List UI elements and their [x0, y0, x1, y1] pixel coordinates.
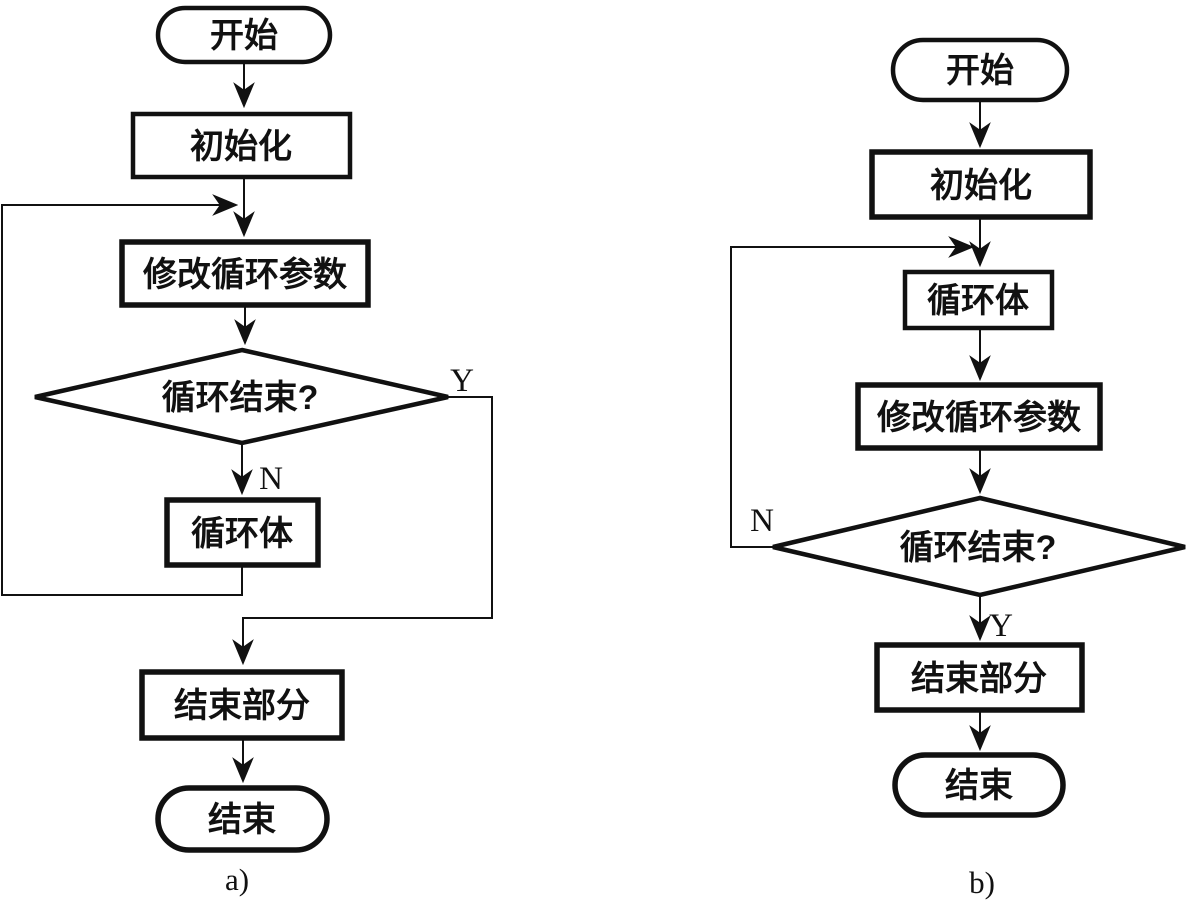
- b-end-terminator: [892, 752, 1066, 818]
- a-finish-label: 结束部分: [174, 687, 310, 725]
- b-caption: b): [969, 865, 995, 900]
- a-init-process: [130, 111, 353, 180]
- b-body-process: [902, 269, 1055, 331]
- a-end-label: 结束: [208, 801, 276, 839]
- a-no-label: N: [259, 461, 283, 497]
- flowchart-b: 开始 初始化 循环体 修改循环参数 循环结束? N Y 结束部分 结束 b): [730, 37, 1186, 900]
- flowchart-a: 开始 初始化 修改循环参数 循环结束? Y N 循环体 结束部分 结束 a): [1, 5, 493, 897]
- a-end-terminator: [155, 785, 330, 853]
- a-edge-loopback: [1, 194, 243, 596]
- a-decision-diamond: [34, 347, 449, 446]
- b-body-label: 循环体: [927, 282, 1029, 320]
- a-decision-label: 循环结束?: [162, 379, 319, 417]
- b-init-process: [869, 149, 1093, 220]
- a-body-label: 循环体: [191, 515, 293, 553]
- b-edge-no-loopback: [730, 236, 975, 548]
- a-caption: a): [225, 862, 249, 897]
- b-start-label: 开始: [946, 52, 1014, 90]
- b-finish-process: [874, 642, 1085, 713]
- b-start-terminator: [890, 37, 1070, 103]
- a-modify-label: 修改循环参数: [142, 256, 347, 294]
- b-end-label: 结束: [945, 767, 1013, 805]
- a-init-label: 初始化: [190, 128, 292, 166]
- b-decision-label: 循环结束?: [900, 529, 1057, 567]
- b-modify-process: [855, 382, 1103, 451]
- a-start-terminator: [155, 5, 333, 65]
- b-yes-label: Y: [989, 608, 1013, 644]
- a-yes-label: Y: [450, 363, 474, 399]
- a-finish-process: [139, 669, 345, 741]
- b-finish-label: 结束部分: [911, 660, 1047, 698]
- a-edge-yes-branch: [232, 396, 493, 666]
- b-modify-label: 修改循环参数: [876, 399, 1081, 437]
- a-body-process: [164, 497, 321, 568]
- b-decision-diamond: [772, 495, 1186, 598]
- a-start-label: 开始: [210, 17, 278, 55]
- b-no-label: N: [750, 503, 774, 539]
- a-modify-process: [119, 239, 371, 308]
- b-init-label: 初始化: [930, 167, 1032, 205]
